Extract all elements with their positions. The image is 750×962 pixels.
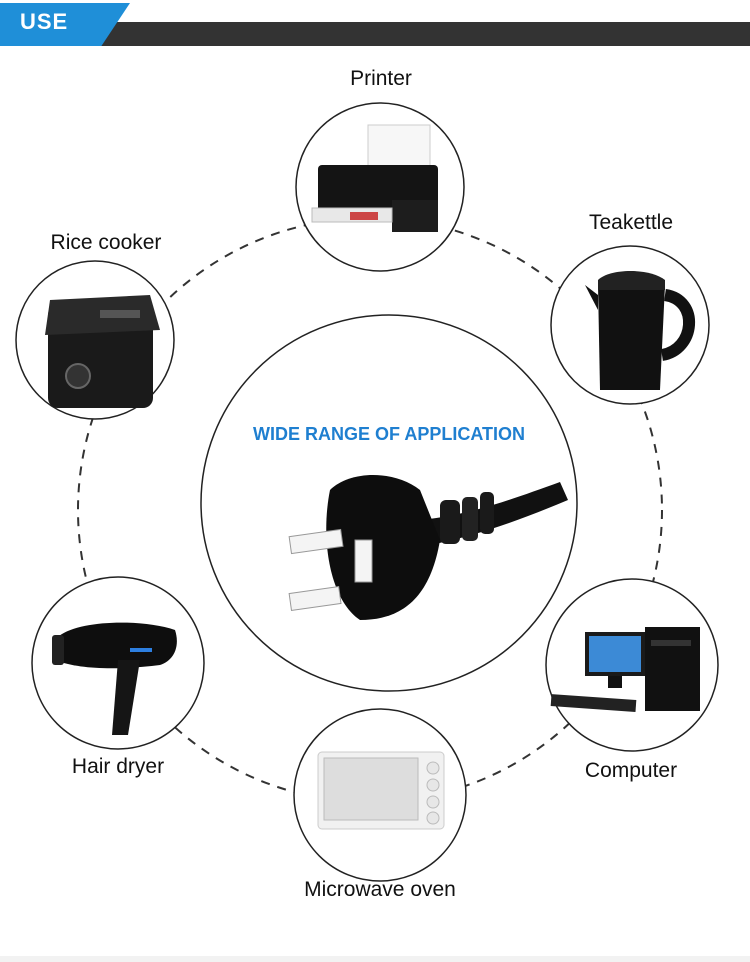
label-printer: Printer [350,67,412,90]
section-title: USE [20,9,69,34]
label-teakettle: Teakettle [588,211,674,234]
dashed-ring [77,217,663,803]
label-microwave: Microwave oven [304,878,456,901]
rice-cooker-icon [45,295,160,408]
label-rice-cooker: Rice cooker [50,231,162,254]
bottom-divider [0,956,750,962]
center-title: WIDE RANGE OF APPLICATION [253,424,525,444]
teakettle-icon [585,271,696,390]
header-bar [0,22,750,46]
plug-icon [288,475,568,620]
hair-dryer-icon [52,622,177,735]
printer-icon [311,124,438,232]
computer-icon [550,627,700,712]
label-hair-dryer: Hair dryer [71,755,165,778]
label-computer: Computer [584,759,678,782]
microwave-icon [317,751,445,830]
